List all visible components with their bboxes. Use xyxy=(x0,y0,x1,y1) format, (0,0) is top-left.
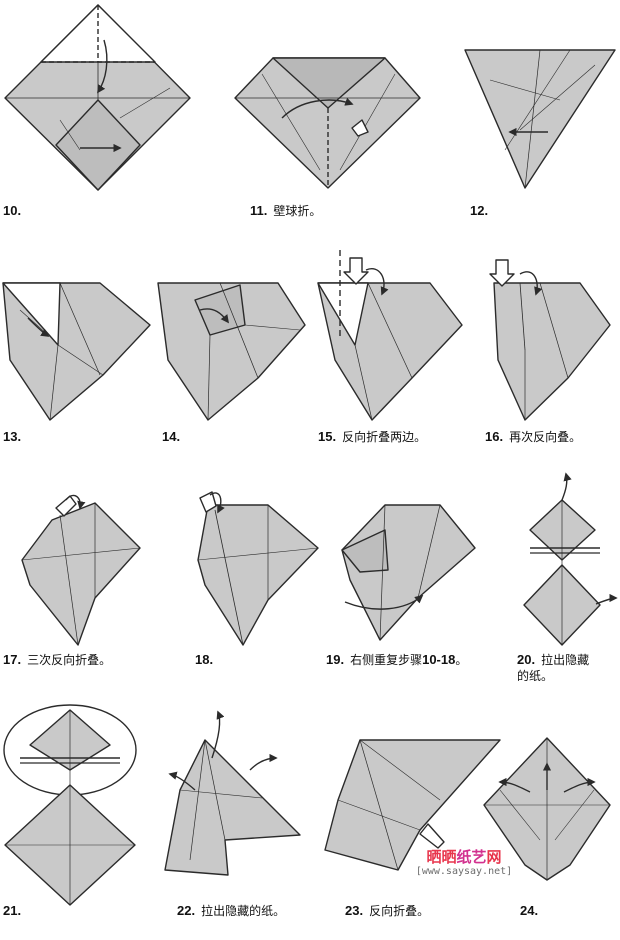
step-number: 18. xyxy=(195,652,214,667)
step-12-caption: 12. xyxy=(470,203,488,219)
step-number: 10. xyxy=(3,203,22,218)
step-instruction: 壁球折。 xyxy=(273,204,322,218)
step-number: 14. xyxy=(162,429,181,444)
step-number: 21. xyxy=(3,903,22,918)
step-instruction: 再次反向叠。 xyxy=(509,430,582,444)
step-15-figure xyxy=(317,250,463,421)
step-10-caption: 10. xyxy=(3,203,21,219)
step-number: 22. xyxy=(177,903,196,918)
step-23-caption: 23. 反向折叠。 xyxy=(345,903,429,919)
watermark-char: 晒 xyxy=(426,848,442,866)
step-24-figure xyxy=(483,737,611,881)
step-instruction: 拉出隐藏 xyxy=(541,653,590,667)
step-number: 17. xyxy=(3,652,22,667)
step-instruction: 拉出隐藏的纸。 xyxy=(201,904,286,918)
watermark-title: 晒晒纸艺网 xyxy=(408,848,520,866)
step-range: 10-18 xyxy=(422,652,456,667)
step-number: 16. xyxy=(485,429,504,444)
step-17-caption: 17. 三次反向折叠。 xyxy=(3,652,111,668)
step-instruction: 反向折叠两边。 xyxy=(342,430,427,444)
step-15-caption: 15. 反向折叠两边。 xyxy=(318,429,426,445)
step-instruction-suffix: 。 xyxy=(455,653,468,667)
watermark-char: 晒 xyxy=(441,848,457,866)
step-11-figure xyxy=(234,57,421,189)
step-24-caption: 24. xyxy=(520,903,538,919)
step-14-figure xyxy=(157,282,306,421)
step-number: 24. xyxy=(520,903,539,918)
step-21-caption: 21. xyxy=(3,903,21,919)
watermark-url: [www.saysay.net] xyxy=(415,866,513,877)
step-14-caption: 14. xyxy=(162,429,180,445)
step-20-figure xyxy=(523,472,618,646)
step-number: 11. xyxy=(250,203,268,218)
step-20-caption: 20. 拉出隐藏的纸。 xyxy=(517,652,589,684)
step-number: 12. xyxy=(470,203,489,218)
step-number: 15. xyxy=(318,429,337,444)
step-19-caption: 19. 右侧重复步骤10-18。 xyxy=(326,652,467,668)
step-22-figure xyxy=(164,710,301,876)
step-instruction: 右侧重复步骤 xyxy=(350,653,423,667)
step-number: 20. xyxy=(517,652,536,667)
step-number: 13. xyxy=(3,429,22,444)
step-16-figure xyxy=(489,259,611,421)
step-instruction: 三次反向折叠。 xyxy=(27,653,112,667)
step-23-figure xyxy=(324,739,501,871)
step-18-caption: 18. xyxy=(195,652,213,668)
step-number: 19. xyxy=(326,652,345,667)
step-13-figure xyxy=(2,282,151,421)
step-number: 23. xyxy=(345,903,364,918)
step-22-caption: 22. 拉出隐藏的纸。 xyxy=(177,903,285,919)
step-instruction: 反向折叠。 xyxy=(369,904,430,918)
step-17-figure xyxy=(21,494,141,646)
watermark-char: 网 xyxy=(486,848,502,866)
step-21-figure xyxy=(3,704,137,906)
step-18-figure xyxy=(197,491,319,646)
step-16-caption: 16. 再次反向叠。 xyxy=(485,429,581,445)
watermark-char: 纸 xyxy=(456,848,472,866)
step-12-figure xyxy=(464,49,616,189)
step-10-figure xyxy=(4,4,191,191)
site-watermark: 晒晒纸艺网 [www.saysay.net] xyxy=(408,848,520,878)
watermark-char: 艺 xyxy=(471,848,487,866)
step-13-caption: 13. xyxy=(3,429,21,445)
step-instruction-line2: 的纸。 xyxy=(517,669,554,683)
step-11-caption: 11. 壁球折。 xyxy=(250,203,321,219)
step-19-figure xyxy=(341,504,476,641)
